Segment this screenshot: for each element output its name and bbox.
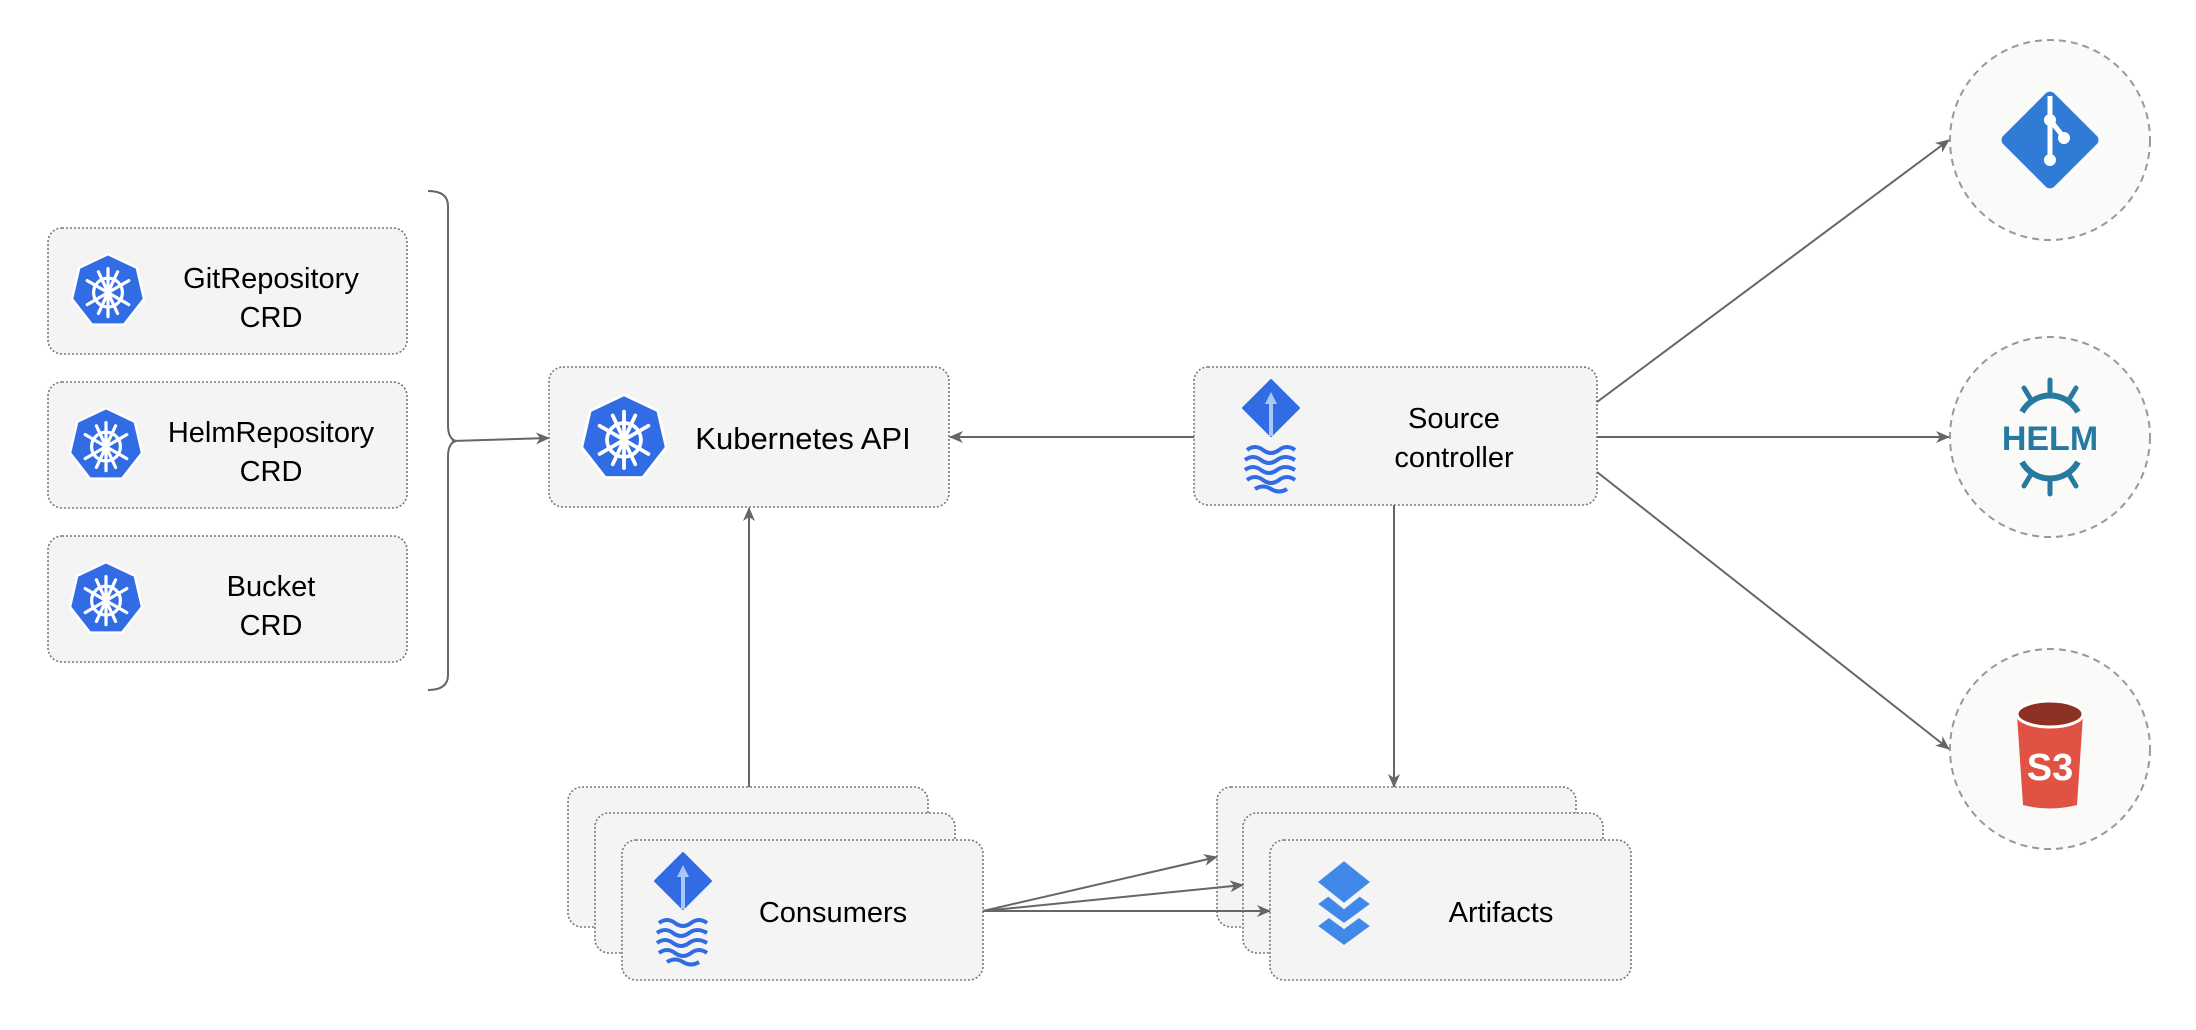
consumers-to-artifacts-arrow <box>982 854 1218 912</box>
s3-logo-text: S3 <box>2027 747 2073 789</box>
git-repository-crd-subtitle: CRD <box>240 302 303 334</box>
source-to-s3-arrow <box>1596 471 1950 750</box>
helm-repository-crd-node[interactable]: HelmRepository CRD <box>47 381 408 509</box>
git-icon <box>2001 91 2099 189</box>
helm-repository-crd-subtitle: CRD <box>240 456 303 488</box>
git-source-node[interactable] <box>1949 39 2151 241</box>
source-to-git-arrow <box>1596 139 1950 403</box>
source-controller-subtitle: controller <box>1394 442 1514 474</box>
kubernetes-api-label: Kubernetes API <box>695 421 910 456</box>
helm-logo-text: HELM <box>2002 420 2098 458</box>
s3-bucket-icon: S3 <box>2015 699 2085 809</box>
helm-repository-crd-title: HelmRepository <box>168 417 375 449</box>
bucket-crd-node[interactable]: Bucket CRD <box>47 535 408 663</box>
consumers-to-artifacts-arrow <box>982 880 1244 912</box>
artifacts-node-stack[interactable]: Artifacts <box>1216 786 1632 981</box>
bucket-crd-subtitle: CRD <box>240 610 303 642</box>
git-repository-crd-node[interactable]: GitRepository CRD <box>47 227 408 355</box>
kubernetes-api-node[interactable]: Kubernetes API <box>548 366 950 508</box>
source-controller-title: Source <box>1408 403 1500 435</box>
bucket-crd-title: Bucket <box>227 571 316 603</box>
s3-source-node[interactable]: S3 <box>1949 648 2151 850</box>
artifacts-label: Artifacts <box>1449 897 1554 929</box>
consumers-node-stack[interactable]: Consumers <box>567 786 984 981</box>
helm-icon: HELM <box>2002 377 2098 497</box>
crd-group-brace <box>427 190 457 691</box>
git-repository-crd-title: GitRepository <box>183 263 359 295</box>
layers-icon <box>1309 854 1379 952</box>
crds-to-kubernetes-api-arrow <box>451 432 550 445</box>
helm-source-node[interactable]: HELM <box>1949 336 2151 538</box>
source-controller-node[interactable]: Source controller <box>1193 366 1598 506</box>
consumers-label: Consumers <box>759 897 907 929</box>
